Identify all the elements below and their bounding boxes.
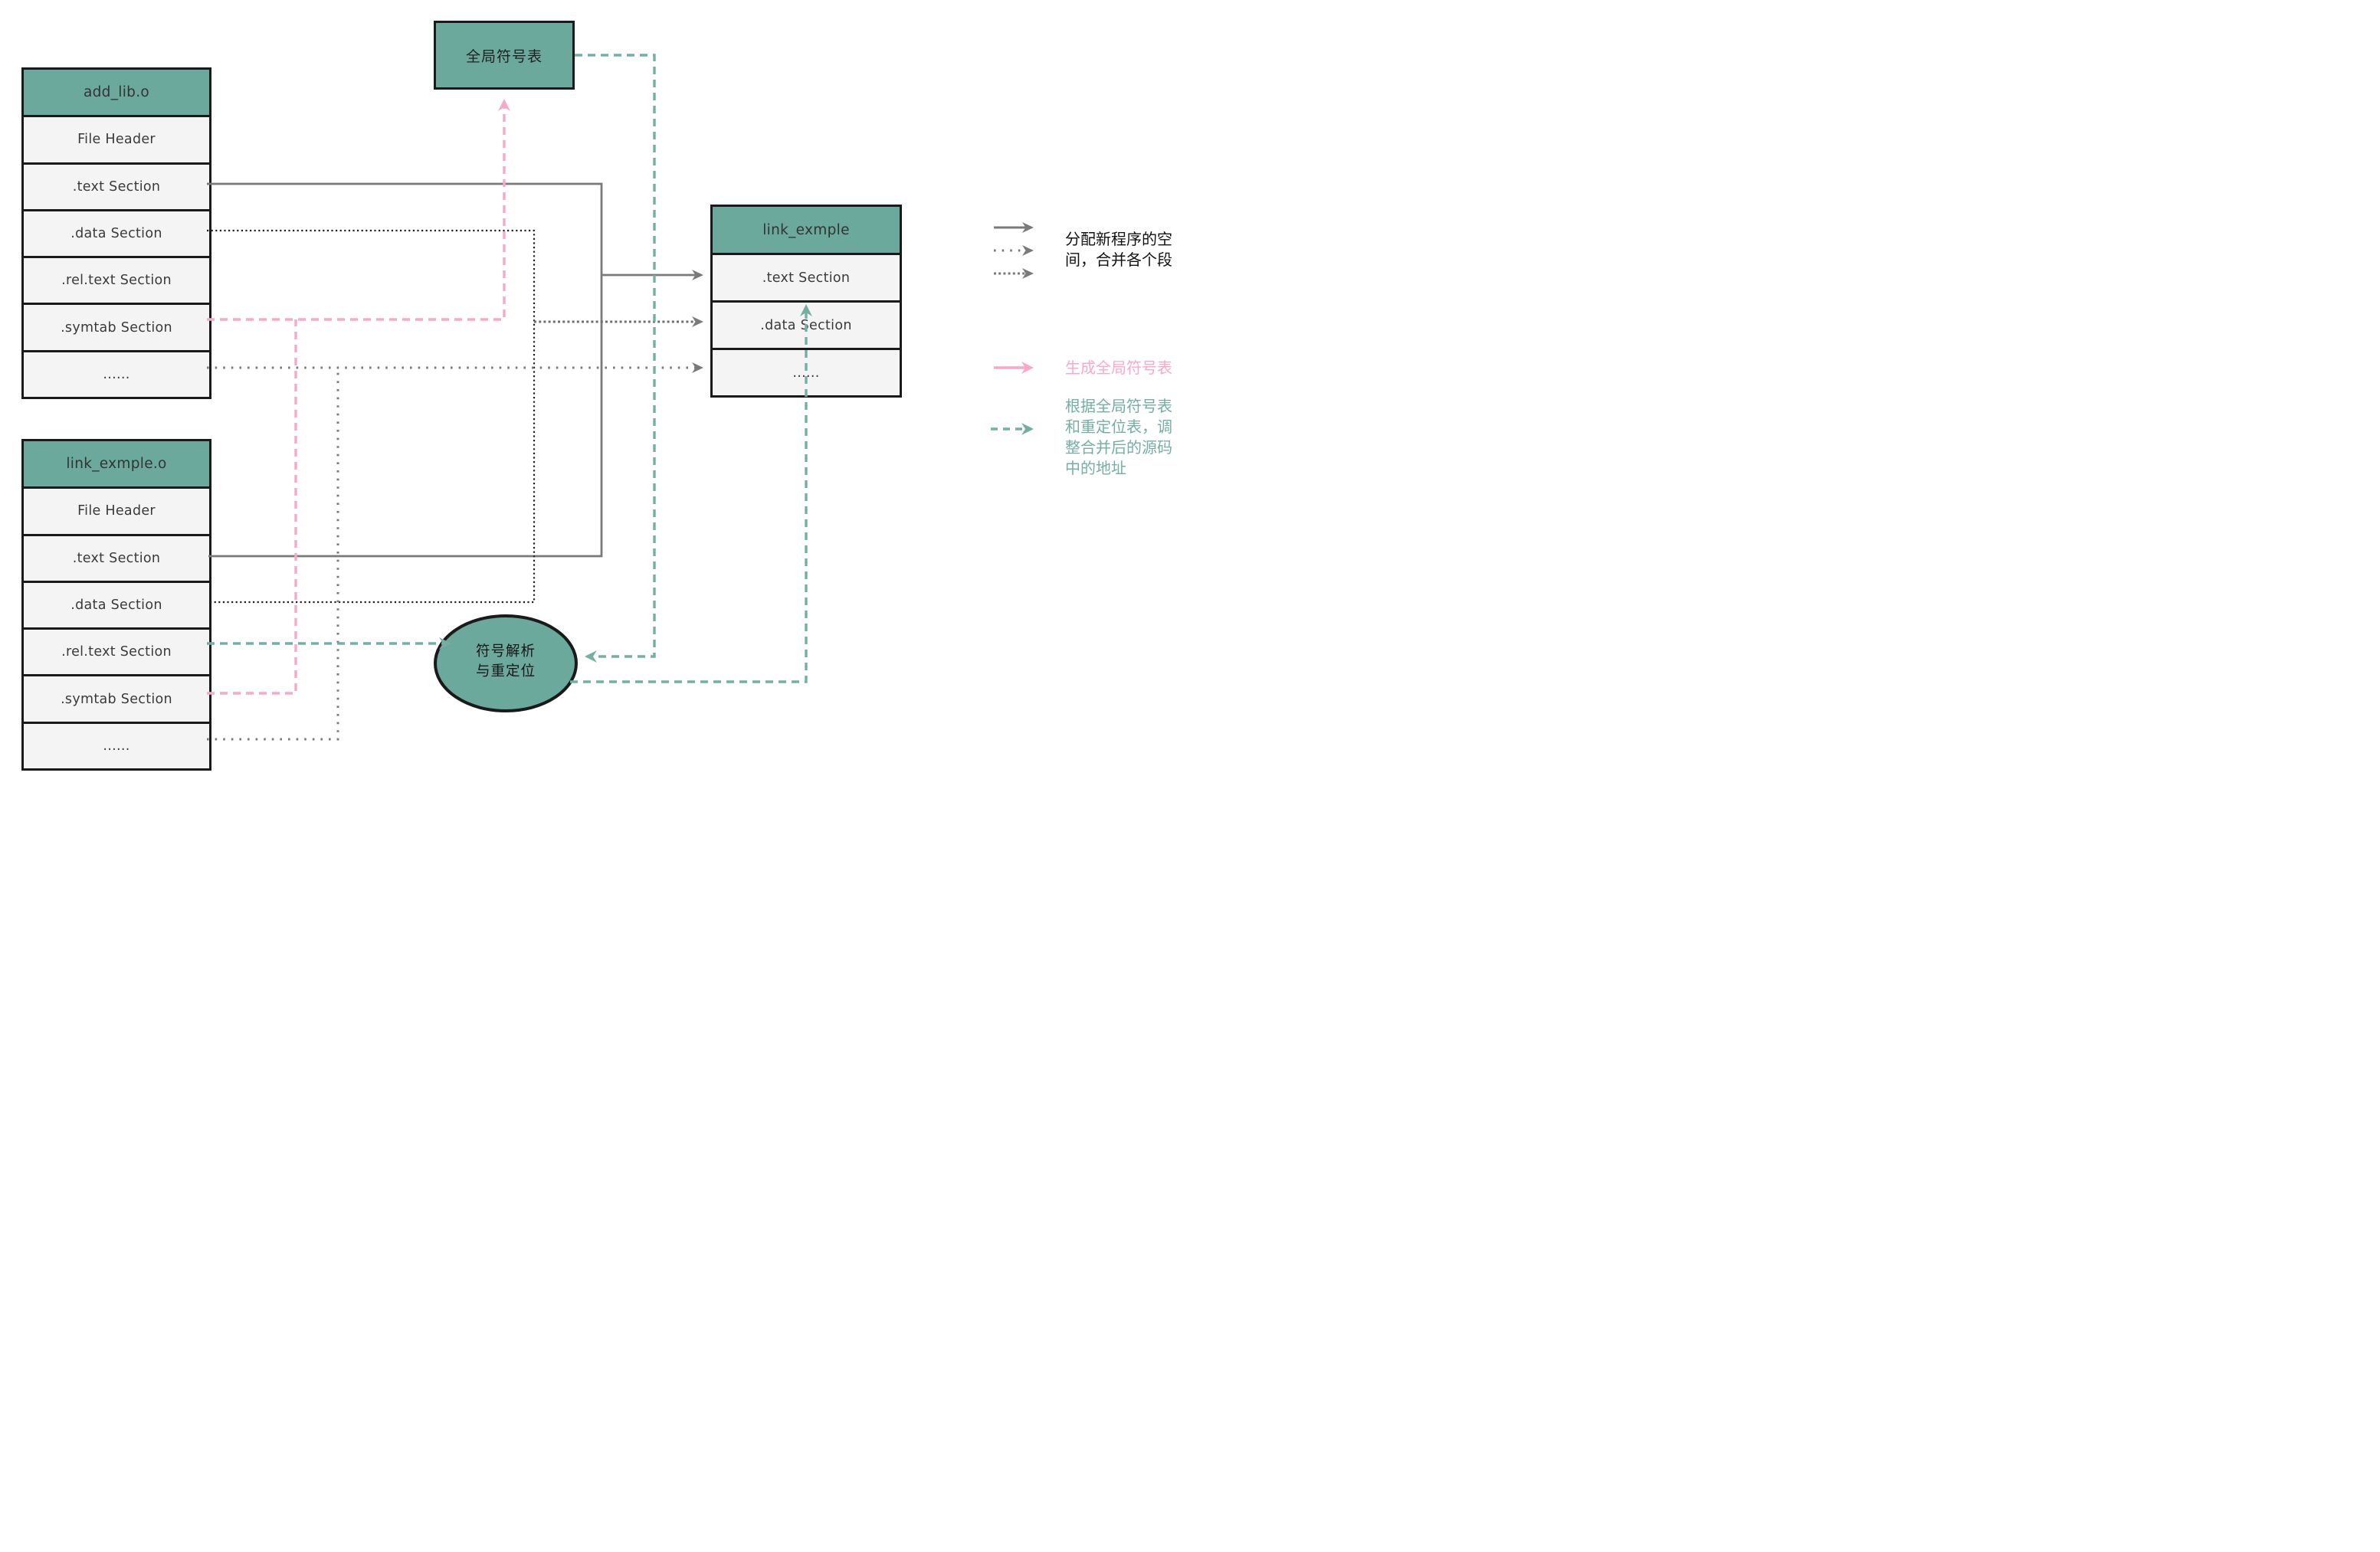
table-link-exmple-o: link_exmple.o File Header .text Section …	[21, 439, 211, 771]
table-row-text-section: .text Section	[24, 535, 209, 583]
wire-data-merge-bus	[207, 229, 536, 604]
global-symbol-table-label: 全局符号表	[465, 47, 543, 65]
table-link-exmple-output: link_exmple .text Section .data Section …	[710, 205, 902, 398]
table-header-link-exmple: link_exmple	[713, 207, 900, 255]
legend-merge-sections-label: 分配新程序的空 间，合并各个段	[1065, 230, 1172, 269]
symbol-resolve-relocate-label: 符号解析 与重定位	[475, 643, 536, 679]
linker-diagram: add_lib.o File Header .text Section .dat…	[0, 0, 1190, 776]
table-row-ellipsis: ......	[24, 723, 209, 768]
table-row-symtab-section: .symtab Section	[24, 305, 209, 352]
table-row-data-section: .data Section	[24, 211, 209, 259]
wire-global-to-resolver	[575, 54, 656, 663]
table-row-file-header: File Header	[24, 489, 209, 536]
wire-text-merge-bus	[207, 182, 603, 558]
table-row-data-section: .data Section	[24, 582, 209, 630]
wire-rest-merge-bus	[207, 371, 339, 741]
table-row-file-header: File Header	[24, 117, 209, 165]
table-row-rel-text-section: .rel.text Section	[24, 630, 209, 677]
table-row-text-section: .text Section	[713, 255, 900, 303]
table-row-symtab-section: .symtab Section	[24, 676, 209, 724]
wire-symtab-lower	[207, 319, 297, 695]
legend-relocate-label: 根据全局符号表 和重定位表，调 整合并后的源码 中的地址	[1065, 397, 1172, 477]
table-add-lib-o: add_lib.o File Header .text Section .dat…	[21, 67, 211, 399]
table-header-add-lib-o: add_lib.o	[24, 70, 209, 118]
table-row-text-section: .text Section	[24, 164, 209, 211]
table-row-rel-text-section: .rel.text Section	[24, 258, 209, 306]
table-row-ellipsis: ......	[24, 352, 209, 397]
table-row-ellipsis: ......	[713, 350, 900, 395]
table-row-data-section: .data Section	[713, 303, 900, 350]
table-header-link-exmple-o: link_exmple.o	[24, 441, 209, 490]
wire-symtab-to-global	[207, 99, 510, 321]
legend-generate-symbol-table-label: 生成全局符号表	[1065, 359, 1172, 377]
global-symbol-table-box: 全局符号表	[434, 21, 575, 90]
